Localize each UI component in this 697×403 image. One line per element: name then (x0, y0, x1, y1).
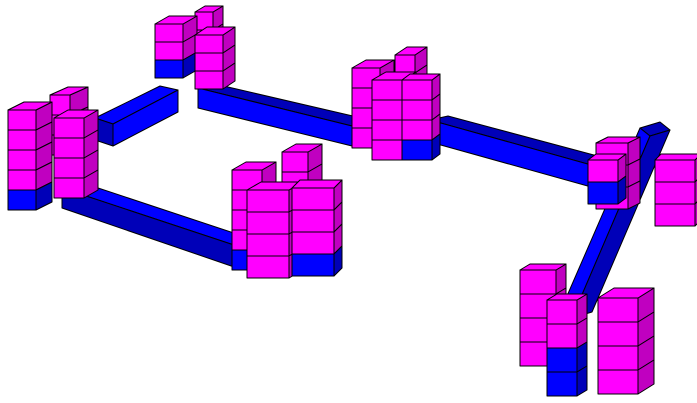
cube-front-face (587, 181, 619, 205)
cube-front-face (7, 169, 37, 191)
cube-front-face (546, 299, 578, 325)
cube-stack (597, 287, 655, 395)
cube-front-face (246, 211, 290, 235)
cube-top-face (394, 46, 428, 56)
cube-front-face (519, 269, 557, 295)
cube-side-face (617, 175, 627, 205)
cube-front-face (394, 54, 416, 74)
cube-front-face (7, 109, 37, 131)
beam-segment (112, 89, 179, 147)
cube-top-face (351, 59, 395, 69)
cube-front-face (7, 189, 37, 211)
cube-front-face (291, 253, 335, 277)
cube-top-face (194, 5, 224, 13)
cube-front-face (53, 117, 85, 139)
cube-front-face (53, 137, 85, 159)
cube-front-face (401, 79, 433, 101)
cube-side-face (431, 133, 441, 161)
cube-side-face (627, 180, 641, 210)
cube-front-face (154, 23, 184, 43)
cube-front-face (154, 41, 184, 61)
cube-front-face (587, 159, 619, 183)
cube-front-face (281, 151, 309, 173)
cube-front-face (597, 321, 639, 347)
cube-top-face (281, 143, 323, 153)
cube-front-face (371, 139, 403, 161)
cube-front-face (291, 231, 335, 255)
cube-front-face (246, 189, 290, 213)
cube-stack (291, 179, 343, 277)
cube-stack (154, 15, 198, 79)
cube-stack (654, 153, 697, 227)
cube-front-face (654, 203, 696, 227)
cube-front-face (597, 297, 639, 323)
cube-stack (401, 73, 441, 161)
cube-side-face (83, 169, 99, 199)
cube-top-face (595, 136, 641, 144)
cube-side-face (637, 359, 655, 395)
cube-top-face (291, 179, 343, 189)
cube-front-face (194, 70, 224, 90)
cube-front-face (401, 99, 433, 121)
cube-stack (194, 26, 236, 90)
cube-front-face (291, 187, 335, 211)
cube-front-face (246, 233, 290, 257)
cube-top-face (53, 109, 99, 119)
cube-front-face (597, 345, 639, 371)
cube-front-face (291, 209, 335, 233)
cube-top-face (401, 73, 441, 81)
cube-front-face (53, 177, 85, 199)
cube-top-face (154, 15, 198, 25)
cube-front-face (371, 99, 403, 121)
cube-front-face (53, 157, 85, 179)
cube-front-face (371, 119, 403, 141)
cube-top-face (194, 26, 236, 36)
cube-top-face (546, 293, 588, 301)
cube-front-face (246, 255, 290, 279)
cube-top-face (654, 153, 697, 161)
cube-top-face (49, 86, 89, 96)
cube-front-face (194, 34, 224, 54)
beam-segment (571, 129, 671, 319)
cube-front-face (401, 139, 433, 161)
cube-stack (587, 153, 627, 205)
cube-top-face (519, 263, 567, 271)
cube-front-face (154, 59, 184, 79)
cube-front-face (597, 369, 639, 395)
cube-front-face (546, 323, 578, 349)
cube-stack (546, 293, 588, 397)
cube-front-face (371, 79, 403, 101)
cube-front-face (194, 52, 224, 72)
cube-front-face (546, 347, 578, 373)
cube-front-face (654, 181, 696, 205)
column-clusters (7, 5, 697, 397)
cube-side-face (35, 181, 53, 211)
cube-front-face (546, 371, 578, 397)
beam-group (61, 83, 671, 319)
cube-side-face (222, 62, 236, 90)
cube-top-face (597, 287, 655, 299)
cube-front-face (654, 159, 696, 183)
cube-front-face (7, 149, 37, 171)
cube-side-face (333, 245, 343, 277)
cube-top-face (231, 161, 277, 171)
cube-front-face (401, 119, 433, 141)
cube-stack (7, 101, 53, 211)
cube-front-face (7, 129, 37, 151)
cube-top-face (587, 153, 627, 161)
cube-top-face (7, 101, 53, 111)
cube-stack (53, 109, 99, 199)
cube-side-face (576, 365, 588, 397)
